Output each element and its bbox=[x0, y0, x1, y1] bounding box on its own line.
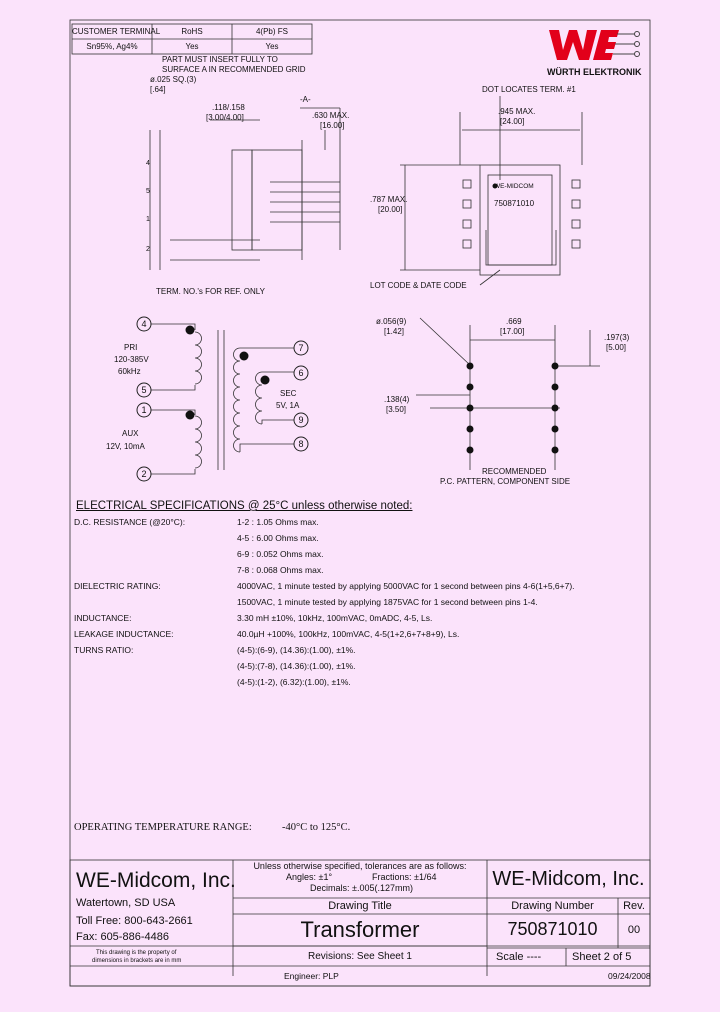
schematic-pin-6: 6 bbox=[298, 368, 304, 378]
spec-value: 3.30 mH ±10%, 10kHz, 100mVAC, 0mADC, 4-5… bbox=[237, 613, 433, 623]
mech-datum: -A- bbox=[300, 95, 311, 104]
mech-pin-4: 4 bbox=[146, 160, 150, 167]
mech-term-ref: TERM. NO.'s FOR REF. ONLY bbox=[156, 287, 265, 296]
schematic-pin-1: 1 bbox=[141, 405, 147, 415]
mech-dim-945-mm: [24.00] bbox=[500, 117, 525, 126]
spec-label: TURNS RATIO: bbox=[74, 645, 134, 655]
rohs-cell-material: Sn95%, Ag4% bbox=[86, 42, 138, 51]
pcb-dim-669-mm: [17.00] bbox=[500, 327, 525, 336]
rohs-cell-pb: Yes bbox=[265, 42, 279, 51]
mech-pin-5: 5 bbox=[146, 188, 150, 195]
logo-text: WÜRTH ELEKTRONIK bbox=[547, 67, 642, 77]
spec-value: 4-5 : 6.00 Ohms max. bbox=[237, 533, 319, 543]
company-name: WE-Midcom, Inc. bbox=[76, 869, 236, 892]
rohs-header-terminal: CUSTOMER TERMINAL bbox=[72, 27, 161, 36]
disclaimer-2: dimensions in brackets are in mm bbox=[92, 958, 182, 964]
spec-label: D.C. RESISTANCE (@20°C): bbox=[74, 517, 186, 527]
spec-value: 1500VAC, 1 minute tested by applying 187… bbox=[237, 597, 538, 607]
schematic-pin-4: 4 bbox=[141, 319, 147, 329]
company-fax: Fax: 605-886-4486 bbox=[76, 931, 169, 943]
drawing-title-label: Drawing Title bbox=[328, 900, 392, 912]
company-name-right: WE-Midcom, Inc. bbox=[492, 868, 645, 890]
tolerance-title: Unless otherwise specified, tolerances a… bbox=[253, 861, 467, 871]
company-address: Watertown, SD USA bbox=[76, 897, 176, 909]
tolerance-fractions: Fractions: ±1/64 bbox=[372, 872, 437, 882]
mech-dim-630-mm: [16.00] bbox=[320, 121, 345, 130]
mech-dim-787: .787 MAX. bbox=[370, 195, 408, 204]
pcb-hole: ø.056(9) bbox=[376, 317, 407, 326]
spec-value: 4000VAC, 1 minute tested by applying 500… bbox=[237, 581, 575, 591]
spec-value: 6-9 : 0.052 Ohms max. bbox=[237, 549, 324, 559]
schematic-pri-label: PRI bbox=[124, 343, 138, 352]
schematic-pri-voltage: 120-385V bbox=[114, 355, 149, 364]
rohs-header-pb: 4(Pb) FS bbox=[255, 27, 288, 36]
revision-label: Rev. bbox=[623, 900, 645, 912]
tolerance-angles: Angles: ±1° bbox=[286, 872, 333, 882]
op-temp-value: -40°C to 125°C. bbox=[282, 822, 351, 833]
rohs-cell-rohs: Yes bbox=[185, 42, 199, 51]
spec-value: (4-5):(1-2), (6.32):(1.00), ±1%. bbox=[237, 677, 351, 687]
schematic-aux-label: AUX bbox=[122, 429, 139, 438]
spec-label: INDUCTANCE: bbox=[74, 613, 132, 623]
mech-dim-pitch: .118/.158 bbox=[212, 103, 245, 112]
spec-value: 7-8 : 0.068 Ohms max. bbox=[237, 565, 324, 575]
schematic-pin-8: 8 bbox=[298, 439, 304, 449]
spec-label: LEAKAGE INDUCTANCE: bbox=[74, 629, 174, 639]
schematic-sec-label: SEC bbox=[280, 389, 297, 398]
specs-title: ELECTRICAL SPECIFICATIONS @ 25°C unless … bbox=[76, 500, 413, 512]
mech-pin-2: 2 bbox=[146, 246, 150, 253]
schematic-pri-frequency: 60kHz bbox=[118, 367, 141, 376]
mech-pin-1: 1 bbox=[146, 216, 150, 223]
mech-pin-sq-mm: [.64] bbox=[150, 85, 166, 94]
schematic-pin-2: 2 bbox=[141, 469, 147, 479]
pcb-dim-197: .197(3) bbox=[604, 333, 630, 342]
mech-pin-sq: ø.025 SQ.(3) bbox=[150, 75, 197, 84]
spec-value: 1-2 : 1.05 Ohms max. bbox=[237, 517, 319, 527]
mech-dot-locates: DOT LOCATES TERM. #1 bbox=[482, 85, 576, 94]
pcb-hole-mm: [1.42] bbox=[384, 327, 405, 336]
mech-dim-pitch-mm: [3.00/4.00] bbox=[206, 113, 244, 122]
schematic-pin-9: 9 bbox=[298, 415, 304, 425]
mech-dim-787-mm: [20.00] bbox=[378, 205, 403, 214]
tolerance-decimals: Decimals: ±.005(.127mm) bbox=[310, 883, 413, 893]
schematic-pin-5: 5 bbox=[141, 385, 147, 395]
pcb-caption-1: RECOMMENDED bbox=[482, 467, 547, 476]
revision-value: 00 bbox=[627, 924, 641, 936]
company-tollfree: Toll Free: 800-643-2661 bbox=[76, 915, 193, 927]
mech-lot-code: LOT CODE & DATE CODE bbox=[370, 281, 467, 290]
mech-label-pn: 750871010 bbox=[494, 199, 535, 208]
engineer: Engineer: PLP bbox=[284, 971, 339, 981]
op-temp-label: OPERATING TEMPERATURE RANGE: bbox=[74, 822, 252, 833]
drawing-number: 750871010 bbox=[507, 919, 598, 939]
schematic-pin-7: 7 bbox=[298, 343, 304, 353]
revisions-note: Revisions: See Sheet 1 bbox=[308, 951, 412, 962]
scale-value: Scale ---- bbox=[496, 951, 542, 963]
mech-note-1: PART MUST INSERT FULLY TO bbox=[162, 55, 278, 64]
drawing-date: 09/24/2008 bbox=[608, 971, 651, 981]
drawing-title: Transformer bbox=[300, 917, 420, 942]
mech-dim-630: .630 MAX. bbox=[312, 111, 350, 120]
spec-label: DIELECTRIC RATING: bbox=[74, 581, 161, 591]
pcb-caption-2: P.C. PATTERN, COMPONENT SIDE bbox=[440, 477, 571, 486]
schematic-sec-voltage: 5V, 1A bbox=[276, 401, 300, 410]
pcb-dim-138: .138(4) bbox=[384, 395, 410, 404]
pcb-dim-669: .669 bbox=[506, 317, 522, 326]
rohs-header-rohs: RoHS bbox=[181, 27, 203, 36]
mech-note-2: SURFACE A IN RECOMMENDED GRID bbox=[162, 65, 306, 74]
schematic-aux-voltage: 12V, 10mA bbox=[106, 442, 145, 451]
drawing-number-label: Drawing Number bbox=[511, 900, 594, 912]
we-logo-icon bbox=[549, 30, 640, 60]
mech-dim-945: .945 MAX. bbox=[498, 107, 536, 116]
spec-value: (4-5):(7-8), (14.36):(1.00), ±1%. bbox=[237, 661, 356, 671]
pcb-dim-138-mm: [3.50] bbox=[386, 405, 407, 414]
wurth-logo: WÜRTH ELEKTRONIK bbox=[545, 22, 645, 78]
disclaimer-1: This drawing is the property of bbox=[96, 950, 177, 956]
sheet-number: Sheet 2 of 5 bbox=[572, 951, 632, 963]
spec-value: (4-5):(6-9), (14.36):(1.00), ±1%. bbox=[237, 645, 356, 655]
pcb-dim-197-mm: [5.00] bbox=[606, 343, 627, 352]
mech-label-brand: WE-MIDCOM bbox=[494, 183, 534, 190]
spec-value: 40.0µH +100%, 100kHz, 100mVAC, 4-5(1+2,6… bbox=[237, 629, 460, 639]
